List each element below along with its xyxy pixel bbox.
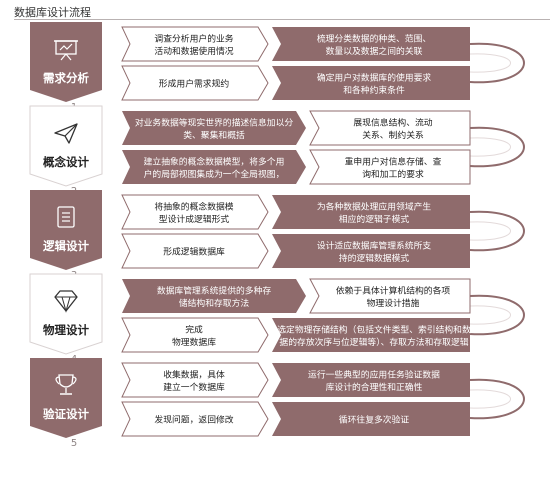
stage-block — [30, 358, 102, 438]
loop-arc-inner — [469, 389, 511, 409]
step-text-right: 确定用户对数据库的使用要求和各种约束条件 — [317, 71, 432, 96]
plane-body — [54, 123, 78, 144]
loop-arc — [469, 42, 525, 84]
board-leg-right — [65, 53, 72, 61]
board-trend — [59, 43, 73, 51]
title-divider — [14, 19, 550, 20]
step-arrow-right — [309, 149, 471, 185]
process-row-1: 将抽象的概念数据模型设计成逻辑形式 为各种数据处理应用领域产生相应的逻辑子模式 — [121, 194, 470, 230]
step-text-right: 梳理分类数据的种类、范围、数量以及数据之间的关联 — [317, 32, 431, 57]
step-arrow-left — [122, 111, 306, 145]
process-row-1: 调查分析用户的业务活动和数据使用情况 梳理分类数据的种类、范围、数量以及数据之间的… — [121, 26, 470, 62]
loop-arc-inner — [469, 305, 511, 325]
step-arrow-left — [121, 194, 269, 230]
step-arrow-left — [121, 317, 269, 353]
stage-block — [30, 190, 102, 270]
step-text-right: 重申用户对信息存储、查询和加工的要求 — [345, 155, 442, 180]
trophy-cup — [58, 374, 74, 388]
stage-block — [29, 105, 103, 187]
step-arrow-left — [121, 26, 269, 62]
step-arrow-right — [309, 278, 471, 314]
loop-arc — [469, 210, 525, 252]
stage-block — [29, 273, 103, 355]
step-text-right: 依赖于具体计算机结构的各项物理设计措施 — [336, 284, 451, 309]
stage-2: 概念设计2对业务数据等现实世界的描述信息加以分类、聚集和概括展现信息结构、流动关… — [29, 105, 525, 197]
board-leg-left — [60, 53, 67, 61]
step-arrow-right — [272, 363, 470, 397]
step-arrow-left — [121, 362, 269, 398]
plane-fold — [64, 123, 78, 137]
step-text-right: 循环往复多次验证 — [339, 414, 410, 426]
trophy-handle-left — [55, 376, 60, 385]
process-row-2: 完成物理数据库 选定物理存储结构（包括文件类型、索引结构和数据的存放次序与位逻辑等… — [121, 317, 471, 353]
loop-arc-inner — [469, 221, 511, 241]
step-text-left: 发现问题，返回修改 — [154, 414, 233, 426]
stage-label: 物理设计 — [43, 323, 89, 337]
document-list-icon — [57, 206, 75, 228]
stage-5: 验证设计 5 收集数据，具体建立一个数据库 运行一些典型的应用任务验证数据库设计的合理… — [30, 358, 525, 449]
stage-3: 逻辑设计3将抽象的概念数据模型设计成逻辑形式为各种数据处理应用领域产生相应的逻辑… — [30, 190, 525, 281]
loop-arc — [469, 378, 525, 420]
process-row-2: 形成用户需求规约 确定用户对数据库的使用要求和各种约束条件 — [121, 65, 470, 101]
step-arrow-right — [272, 195, 470, 229]
step-text-left: 收集数据，具体建立一个数据库 — [163, 368, 225, 393]
step-text-left: 形成用户需求规约 — [159, 78, 230, 90]
stage-label: 需求分析 — [43, 71, 89, 85]
step-arrow-right — [272, 27, 470, 61]
loop-arc — [469, 294, 525, 336]
step-text-left: 完成物理数据库 — [172, 323, 216, 348]
stage-label: 验证设计 — [43, 407, 89, 421]
step-arrow-left — [122, 279, 306, 313]
process-row-1: 对业务数据等现实世界的描述信息加以分类、聚集和概括 展现信息结构、流动关系、制约关… — [122, 110, 471, 146]
stage-1: 需求分析1调查分析用户的业务活动和数据使用情况梳理分类数据的种类、范围、数量以及… — [30, 22, 525, 113]
step-text-left: 将抽象的概念数据模型设计成逻辑形式 — [154, 200, 233, 225]
process-row-2: 形成逻辑数据库 设计适应数据库管理系统所支持的逻辑数据模式 — [121, 233, 470, 269]
paper-plane-icon — [54, 123, 78, 144]
trophy-icon — [55, 374, 77, 395]
doc-frame — [57, 206, 75, 228]
step-arrow-right — [272, 234, 470, 268]
step-arrow-right — [309, 110, 471, 146]
step-text-left: 调查分析用户的业务活动和数据使用情况 — [154, 32, 233, 57]
step-arrow-left — [121, 65, 269, 101]
step-text-right: 为各种数据处理应用领域产生相应的逻辑子模式 — [317, 200, 432, 225]
diamond-icon — [54, 290, 78, 313]
page-title: 数据库设计流程 — [14, 6, 91, 19]
stage-4: 物理设计4数据库管理系统提供的多种存储结构和存取方法依赖于具体计算机结构的各项物… — [29, 273, 525, 365]
step-text-right: 运行一些典型的应用任务验证数据库设计的合理性和正确性 — [308, 368, 440, 393]
step-arrow-left — [122, 150, 306, 184]
stage-label: 逻辑设计 — [42, 239, 89, 253]
step-arrow-right — [272, 66, 470, 100]
step-text-left: 对业务数据等现实世界的描述信息加以分类、聚集和概括 — [135, 116, 294, 141]
process-row-2: 发现问题，返回修改 循环往复多次验证 — [121, 401, 470, 437]
step-text-right: 设计适应数据库管理系统所支持的逻辑数据模式 — [317, 239, 432, 264]
process-row-1: 数据库管理系统提供的多种存储结构和存取方法 依赖于具体计算机结构的各项物理设计措施 — [122, 278, 471, 314]
stage-block — [30, 22, 102, 102]
step-text-right: 展现信息结构、流动关系、制约关系 — [353, 116, 432, 141]
diamond-outline — [54, 290, 78, 312]
step-text-left: 形成逻辑数据库 — [163, 246, 225, 258]
stage-label: 概念设计 — [43, 155, 89, 169]
trophy-handle-right — [72, 376, 77, 385]
process-row-2: 建立抽象的概念数据模型，将多个用户的局部视图集成为一个全局视图， 重申用户对信息存… — [122, 149, 471, 185]
diamond-facet — [61, 296, 71, 313]
step-text-left: 建立抽象的概念数据模型，将多个用户的局部视图集成为一个全局视图， — [144, 155, 285, 180]
step-arrow-left — [121, 401, 269, 437]
step-arrow-left — [121, 233, 269, 269]
step-arrow-right — [272, 402, 470, 436]
loop-arc — [469, 126, 525, 168]
stage-number: 5 — [71, 438, 77, 449]
loop-arc-inner — [469, 53, 511, 73]
presentation-board-icon — [54, 40, 78, 61]
step-text-left: 数据库管理系统提供的多种存储结构和存取方法 — [157, 284, 272, 309]
step-text-right: 选定物理存储结构（包括文件类型、索引结构和数据的存放次序与位逻辑等）、存取方法和… — [277, 323, 471, 348]
step-arrow-right — [272, 318, 470, 352]
process-row-1: 收集数据，具体建立一个数据库 运行一些典型的应用任务验证数据库设计的合理性和正确性 — [121, 362, 470, 398]
loop-arc-inner — [469, 137, 511, 157]
